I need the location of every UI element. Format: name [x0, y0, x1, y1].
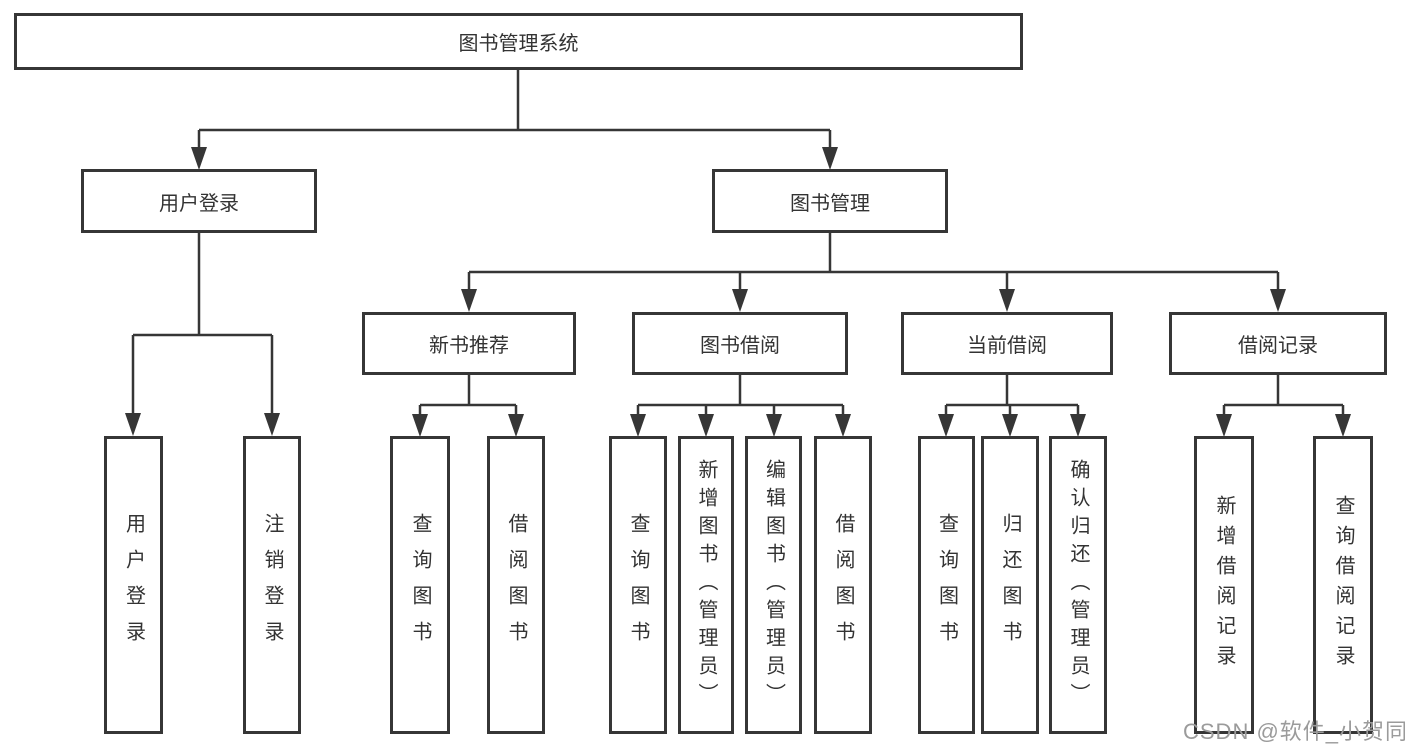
node-label: 新增图书（管理员） [695, 459, 717, 711]
node-label: 归还图书 [999, 513, 1021, 657]
leaf-query-books-3: 查询图书 [918, 436, 975, 734]
leaf-query-books-1: 查询图书 [390, 436, 450, 734]
leaf-add-borrow-record: 新增借阅记录 [1194, 436, 1254, 734]
node-label: 编辑图书（管理员） [762, 459, 785, 711]
node-label: 借阅记录 [1238, 335, 1318, 357]
node-label: 用户登录 [159, 192, 239, 215]
node-library-system: 图书管理系统 [14, 13, 1023, 70]
node-label: 借阅图书 [505, 513, 527, 657]
node-borrowing-records: 借阅记录 [1169, 312, 1387, 375]
node-label: 注销登录 [261, 513, 283, 657]
node-label: 图书借阅 [700, 335, 780, 357]
leaf-user-login: 用户登录 [104, 436, 163, 734]
node-label: 借阅图书 [832, 513, 854, 657]
node-book-borrowing: 图书借阅 [632, 312, 848, 375]
node-current-borrowing: 当前借阅 [901, 312, 1113, 375]
node-label: 用户登录 [122, 513, 145, 657]
node-label: 查询借阅记录 [1332, 495, 1354, 675]
node-label: 确认归还（管理员） [1067, 459, 1089, 711]
node-label: 新书推荐 [429, 335, 509, 357]
node-label: 图书管理 [790, 192, 870, 215]
node-label: 新增借阅记录 [1213, 495, 1235, 675]
leaf-return-books: 归还图书 [981, 436, 1039, 734]
leaf-borrow-books-2: 借阅图书 [814, 436, 872, 734]
arrowheads [125, 147, 1351, 437]
node-label: 图书管理系统 [458, 33, 579, 55]
node-label: 当前借阅 [967, 335, 1047, 357]
node-label: 查询图书 [409, 513, 431, 657]
node-user-login: 用户登录 [81, 169, 317, 233]
leaf-logout: 注销登录 [243, 436, 301, 734]
node-label: 查询图书 [627, 513, 649, 657]
node-new-book-recommend: 新书推荐 [362, 312, 576, 375]
leaf-query-borrow-record: 查询借阅记录 [1313, 436, 1373, 734]
node-label: 查询图书 [935, 513, 958, 657]
leaf-edit-book-admin: 编辑图书（管理员） [745, 436, 802, 734]
leaf-query-books-2: 查询图书 [609, 436, 667, 734]
leaf-borrow-books-1: 借阅图书 [487, 436, 545, 734]
csdn-watermark: CSDN @软件_小贺同学 [1183, 719, 1405, 744]
node-book-management: 图书管理 [712, 169, 948, 233]
leaf-add-book-admin: 新增图书（管理员） [678, 436, 734, 734]
leaf-confirm-return-admin: 确认归还（管理员） [1049, 436, 1107, 734]
